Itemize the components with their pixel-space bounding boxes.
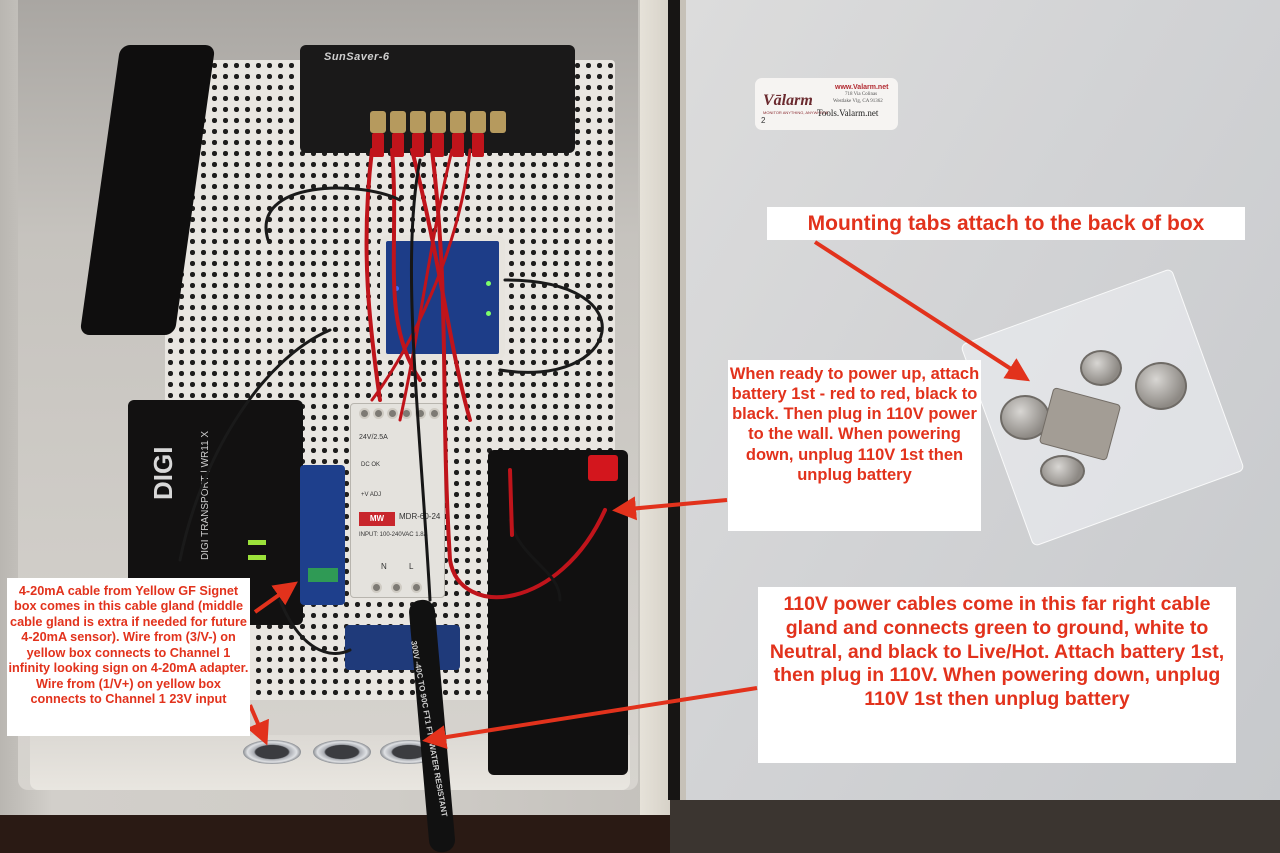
screw-terminal [415, 408, 426, 419]
psu-adjust-label: +V ADJ [361, 492, 382, 498]
battery [488, 450, 628, 775]
screw-terminal [387, 408, 398, 419]
screw-terminal [359, 408, 370, 419]
cable-gland-middle [313, 740, 371, 764]
psu-brand-logo: MW [359, 512, 395, 526]
screw-terminal [411, 582, 422, 593]
red-lead [432, 133, 444, 157]
red-lead [412, 133, 424, 157]
valarm-sticker: Vālarm MONITOR ANYTHING, ANYWHERE www.Va… [755, 78, 898, 130]
sticker-tagline: MONITOR ANYTHING, ANYWHERE [763, 110, 829, 115]
mounting-tab [1080, 350, 1122, 386]
controller-pcb [380, 235, 505, 360]
router-logo: DIGI [148, 446, 178, 500]
cable-gland-left [243, 740, 301, 764]
screw-terminal [430, 111, 446, 133]
lid-gasket [668, 0, 680, 800]
annotation-power-up: When ready to power up, attach battery 1… [728, 360, 981, 531]
blue-led [394, 286, 399, 291]
red-lead [392, 133, 404, 157]
charge-controller-brand: SunSaver-6 [324, 51, 390, 63]
sticker-website: www.Valarm.net [835, 84, 889, 91]
mounting-tab [1135, 362, 1187, 410]
screw-terminal [450, 111, 466, 133]
screw-terminal [371, 582, 382, 593]
screw-terminal [401, 408, 412, 419]
green-led [486, 311, 491, 316]
screw-terminal [470, 111, 486, 133]
screw-terminal [490, 111, 506, 133]
screw-terminal [390, 111, 406, 133]
mounting-tab [1040, 455, 1085, 487]
floor-shadow [670, 800, 1280, 853]
status-led [248, 555, 266, 560]
red-lead [452, 133, 464, 157]
sticker-brand: Vālarm [763, 92, 813, 109]
annotation-power-cables: 110V power cables come in this far right… [758, 587, 1236, 763]
sticker-address-line2: Westlake Vlg, CA 91362 [833, 99, 883, 104]
charge-controller: SunSaver-6 [300, 45, 575, 157]
red-lead [472, 133, 484, 157]
router-model-label: DIGI TRANSPORT | WR11 X [200, 430, 211, 560]
red-lead [372, 133, 384, 157]
psu-model: MDR-60-24 [399, 512, 441, 521]
psu-input-rating: INPUT: 100-240VAC 1.8A [359, 532, 428, 538]
screw-terminal [410, 111, 426, 133]
screw-terminal [373, 408, 384, 419]
sticker-tools-url: Tools.Valarm.net [817, 108, 879, 118]
battery-positive-cap [588, 455, 618, 481]
sticker-address-line1: 718 Via Colinas [845, 92, 878, 97]
screw-terminal [370, 111, 386, 133]
psu-status-label: DC OK [361, 462, 381, 468]
psu-terminal-l: L [409, 562, 414, 571]
din-power-supply: 24V/2.5A DC OK +V ADJ MW MDR-60-24 INPUT… [350, 403, 445, 598]
psu-terminal-n: N [381, 562, 387, 571]
io-module [345, 625, 460, 670]
screw-terminal [391, 582, 402, 593]
adapter-terminal-block [308, 568, 338, 582]
annotation-sensor-cable: 4-20mA cable from Yellow GF Signet box c… [7, 578, 250, 736]
annotation-mounting-tabs: Mounting tabs attach to the back of box [767, 207, 1245, 240]
status-led [248, 540, 266, 545]
sticker-number: 2 [761, 116, 766, 125]
screw-terminal [429, 408, 440, 419]
green-led [486, 281, 491, 286]
current-loop-adapter [300, 465, 345, 605]
psu-output-rating: 24V/2.5A [359, 434, 388, 441]
